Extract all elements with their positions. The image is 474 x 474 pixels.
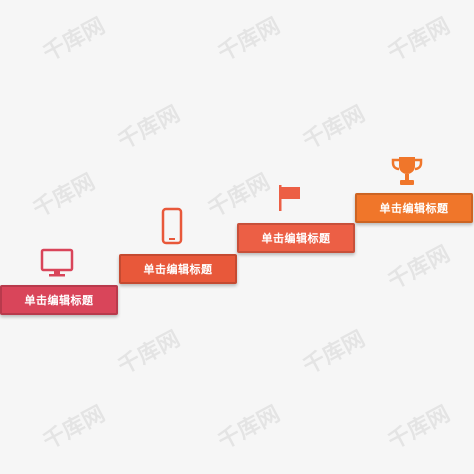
monitor-icon <box>40 248 74 277</box>
watermark: 千库网 <box>299 326 370 380</box>
step-2-box[interactable]: 单击编辑标题 <box>119 254 237 284</box>
step-3-title: 单击编辑标题 <box>261 232 331 245</box>
step-4-title: 单击编辑标题 <box>379 202 449 215</box>
step-2-title: 单击编辑标题 <box>143 263 213 276</box>
watermark: 千库网 <box>214 401 285 455</box>
watermark: 千库网 <box>204 169 275 223</box>
step-1-box[interactable]: 单击编辑标题 <box>0 285 118 315</box>
watermark: 千库网 <box>384 13 455 67</box>
trophy-icon <box>391 157 423 185</box>
watermark: 千库网 <box>384 401 455 455</box>
watermark: 千库网 <box>299 101 370 155</box>
flag-icon <box>279 185 300 211</box>
watermark: 千库网 <box>114 326 185 380</box>
watermark: 千库网 <box>214 13 285 67</box>
watermark: 千库网 <box>114 101 185 155</box>
step-3-box[interactable]: 单击编辑标题 <box>237 223 355 253</box>
step-1-title: 单击编辑标题 <box>24 294 94 307</box>
watermark: 千库网 <box>29 169 100 223</box>
watermark: 千库网 <box>384 241 455 295</box>
smartphone-icon <box>161 207 183 245</box>
watermark: 千库网 <box>39 401 110 455</box>
step-4-box[interactable]: 单击编辑标题 <box>355 193 473 223</box>
watermark: 千库网 <box>39 13 110 67</box>
